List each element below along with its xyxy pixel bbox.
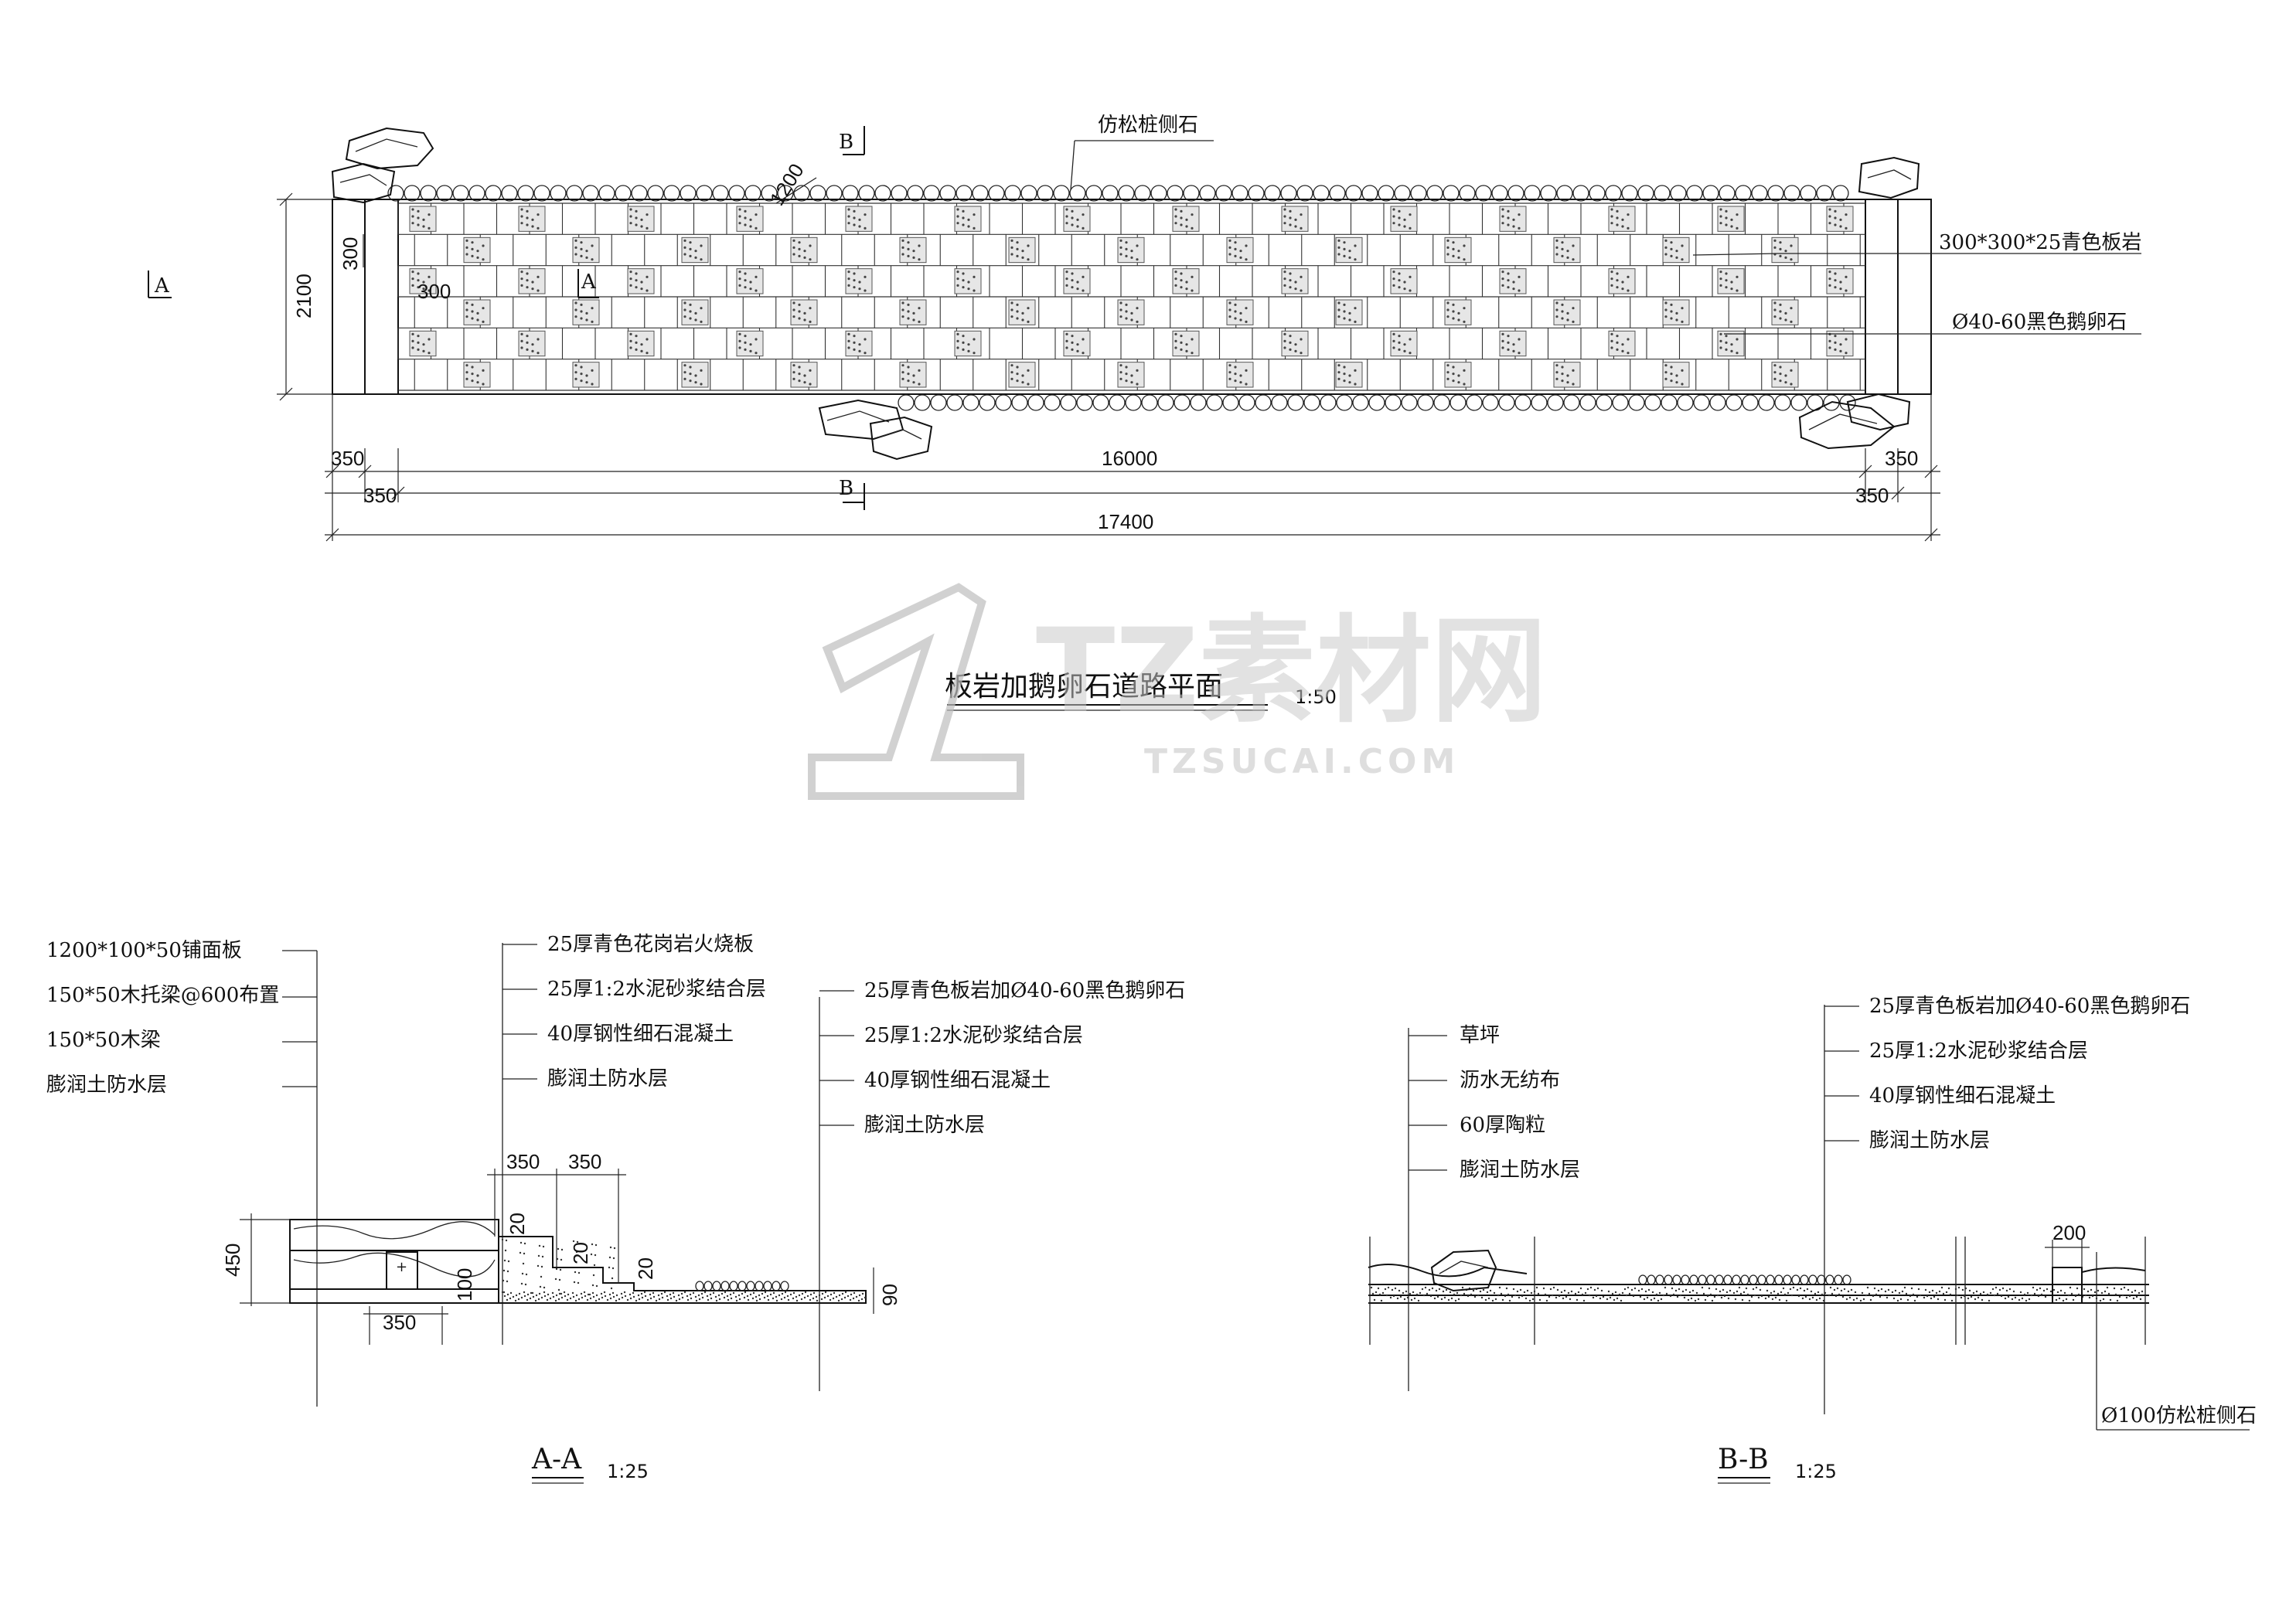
aa-left-label-3: 150*50木梁 (46, 1029, 161, 1052)
dim-350-right-top: 350 (1885, 447, 1918, 470)
label-black-pebble: Ø40-60黑色鹅卵石 (1952, 311, 2127, 334)
section-bb-title: B-B (1718, 1444, 1769, 1475)
dim-aa-350-b: 350 (568, 1150, 601, 1173)
watermark-text-cn: TZ素材网 (1036, 604, 1547, 739)
label-pine-edging: 仿松桩侧石 (1098, 114, 1198, 137)
dim-aa-350-bottom: 350 (383, 1311, 416, 1334)
slate-tile-grid (397, 202, 1865, 391)
section-aa-title: A-A (531, 1444, 582, 1475)
dim-tile-height: 300 (339, 237, 362, 270)
plan-scale: 1:50 (1295, 686, 1337, 708)
bb-stipple (1370, 1286, 2144, 1302)
concrete-stipple (501, 1238, 867, 1302)
plan-dimensions (277, 192, 1940, 542)
section-label-a-mid: A (581, 270, 597, 294)
bb-right-label-4: 膨润土防水层 (1869, 1129, 1990, 1152)
granite-steps (498, 1236, 867, 1304)
dim-350-right-bottom: 350 (1855, 484, 1889, 507)
section-mark-b-top (843, 126, 865, 155)
dim-aa-350-a: 350 (506, 1150, 540, 1173)
dim-tile-width: 300 (417, 280, 451, 303)
aa-right-label-2: 25厚1:2水泥砂浆结合层 (864, 1024, 1083, 1047)
aa-mid-label-2: 25厚1:2水泥砂浆结合层 (547, 978, 766, 1001)
label-slate-tile: 300*300*25青色板岩 (1939, 231, 2141, 254)
bb-left-label-3: 60厚陶粒 (1460, 1114, 1545, 1137)
dim-height-2100: 2100 (292, 274, 315, 318)
aa-right-label-3: 40厚钢性细石混凝土 (864, 1069, 1051, 1092)
svg-text:+: + (396, 1259, 407, 1275)
aa-left-label-2: 150*50木托梁@600布置 (46, 984, 279, 1007)
dim-350-left-top: 350 (331, 447, 364, 470)
section-mark-a-mid (577, 269, 599, 298)
bb-rock (1430, 1249, 1497, 1292)
dim-aa-20-3: 20 (634, 1257, 657, 1280)
pine-log-edging-top (387, 185, 1849, 202)
section-mark-a-left (148, 270, 172, 298)
section-aa-scale: 1:25 (607, 1461, 649, 1482)
aa-mid-label-3: 40厚钢性细石混凝土 (547, 1022, 734, 1046)
aa-right-label-1: 25厚青色板岩加Ø40-60黑色鹅卵石 (864, 979, 1185, 1002)
section-bb-scale: 1:25 (1795, 1461, 1837, 1482)
dim-aa-20-2: 20 (569, 1242, 592, 1264)
bb-right-label-2: 25厚1:2水泥砂浆结合层 (1869, 1039, 2088, 1063)
bb-left-label-4: 膨润土防水层 (1460, 1159, 1580, 1182)
rock-right-top (1858, 156, 1920, 199)
section-label-b-bottom: B (839, 477, 853, 500)
bb-left-label-2: 沥水无纺布 (1460, 1069, 1560, 1092)
dim-diagonal-1200: 1200 (765, 159, 809, 209)
pebble-row-aa (695, 1281, 789, 1291)
dim-bb-200: 200 (2052, 1221, 2086, 1244)
pebble-row-bb (1638, 1274, 1851, 1285)
dim-aa-100: 100 (453, 1268, 476, 1301)
bb-right-label-1: 25厚青色板岩加Ø40-60黑色鹅卵石 (1869, 995, 2190, 1018)
aa-mid-label-1: 25厚青色花岗岩火烧板 (547, 933, 754, 956)
bb-bottom-label: Ø100仿松桩侧石 (2101, 1404, 2257, 1427)
pine-log-edging-bottom (898, 394, 1856, 411)
dim-16000: 16000 (1102, 447, 1157, 470)
aa-mid-label-4: 膨润土防水层 (547, 1067, 668, 1091)
pine-post (2052, 1267, 2083, 1304)
watermark: TZ素材网 TZSUCAI.COM (808, 583, 1547, 800)
section-label-b-top: B (839, 131, 853, 154)
section-mark-b-bottom (843, 483, 865, 510)
plan-view: 仿松桩侧石 300*300*25青色板岩 Ø40-60黑色鹅卵石 A A B B… (148, 114, 2141, 711)
dim-aa-90: 90 (878, 1284, 901, 1306)
section-label-a-left: A (154, 274, 170, 298)
dim-350-left-bottom: 350 (363, 484, 397, 507)
watermark-logo-icon (808, 583, 1024, 800)
dim-aa-450: 450 (221, 1244, 244, 1277)
section-aa: + 450 350 350 350 20 20 20 100 90 1200*1… (46, 933, 1185, 1484)
bb-right-label-3: 40厚钢性细石混凝土 (1869, 1084, 2056, 1108)
rock-group-left-top (331, 127, 434, 204)
aa-right-label-4: 膨润土防水层 (864, 1114, 985, 1137)
aa-left-label-4: 膨润土防水层 (46, 1073, 167, 1097)
rock-group-bottom-mid (818, 399, 933, 461)
section-bb: 200 草坪 沥水无纺布 60厚陶粒 膨润土防水层 25厚青色板岩加Ø40-60… (1368, 995, 2257, 1484)
plan-title: 板岩加鹅卵石道路平面 (945, 671, 1223, 703)
bb-left-label-1: 草坪 (1460, 1024, 1500, 1047)
rock-group-right-bottom (1798, 393, 1911, 450)
dim-aa-20-1: 20 (506, 1213, 529, 1235)
watermark-text-en: TZSUCAI.COM (1144, 742, 1460, 781)
aa-left-label-1: 1200*100*50铺面板 (46, 939, 242, 962)
dim-17400: 17400 (1098, 510, 1153, 533)
